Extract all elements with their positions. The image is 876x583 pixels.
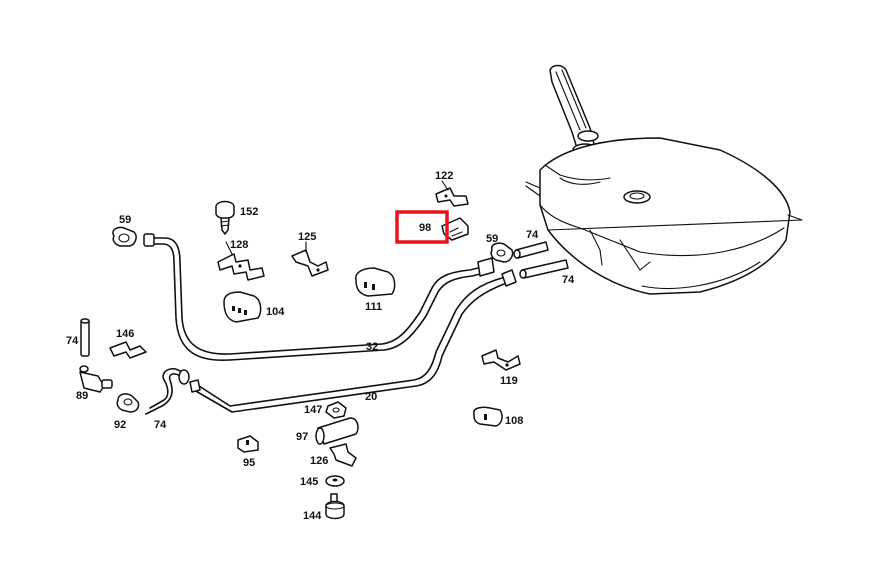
label-122: 122 — [435, 170, 453, 182]
label-147: 147 — [304, 404, 322, 416]
label-89: 89 — [76, 390, 88, 402]
label-111: 111 — [365, 301, 382, 313]
clamp-92[interactable] — [116, 393, 140, 413]
label-74-right-b: 74 — [562, 274, 575, 286]
bracket-119[interactable] — [481, 349, 521, 371]
label-104: 104 — [266, 306, 285, 318]
label-128: 128 — [230, 239, 248, 251]
label-74-right-a: 74 — [526, 229, 539, 241]
fuel-tank[interactable] — [525, 64, 803, 295]
hose-74-left[interactable] — [145, 367, 190, 415]
bracket-125[interactable] — [291, 249, 329, 277]
label-108: 108 — [505, 415, 523, 427]
clamp-59-left[interactable] — [112, 226, 137, 247]
label-95: 95 — [243, 457, 255, 469]
label-152: 152 — [240, 206, 258, 218]
leader-lines — [225, 180, 449, 255]
label-97: 97 — [296, 431, 308, 443]
label-146: 146 — [116, 328, 134, 340]
damper-97[interactable] — [315, 417, 359, 445]
label-92: 92 — [114, 419, 126, 431]
label-98: 98 — [419, 222, 431, 234]
label-144: 144 — [303, 510, 322, 522]
hose-74-right-a[interactable] — [513, 241, 549, 259]
rubber-95[interactable] — [237, 435, 259, 453]
washer-145[interactable] — [325, 475, 345, 487]
rubber-block-104[interactable] — [223, 291, 262, 323]
label-119: 119 — [500, 375, 518, 387]
label-145: 145 — [300, 476, 318, 488]
bracket-122[interactable] — [435, 187, 469, 207]
label-32: 32 — [366, 341, 378, 353]
bolt-144[interactable] — [325, 493, 345, 520]
label-126: 126 — [310, 455, 328, 467]
hose-74-vertical[interactable] — [80, 318, 90, 357]
rubber-block-111[interactable] — [355, 267, 396, 297]
fuel-line-20[interactable] — [189, 269, 517, 413]
part-labels: 59 152 128 125 122 98 59 74 74 104 111 3… — [66, 170, 575, 522]
bracket-128[interactable] — [217, 253, 265, 281]
label-125: 125 — [298, 231, 316, 243]
filter-89[interactable] — [79, 365, 113, 393]
rubber-108[interactable] — [473, 406, 503, 427]
highlight-box-98 — [395, 210, 449, 244]
fuel-line-32[interactable] — [143, 233, 495, 362]
label-59-right: 59 — [486, 233, 498, 245]
label-74-vertical: 74 — [66, 335, 79, 347]
label-20: 20 — [365, 391, 377, 403]
screw-152[interactable] — [215, 200, 235, 235]
label-59-left: 59 — [119, 214, 131, 226]
clamp-59-right[interactable] — [490, 242, 514, 263]
bracket-126[interactable] — [329, 443, 357, 467]
nut-147[interactable] — [325, 401, 347, 419]
label-74-left: 74 — [154, 419, 167, 431]
clip-146[interactable] — [109, 341, 147, 359]
hose-74-right-b[interactable] — [519, 259, 569, 279]
